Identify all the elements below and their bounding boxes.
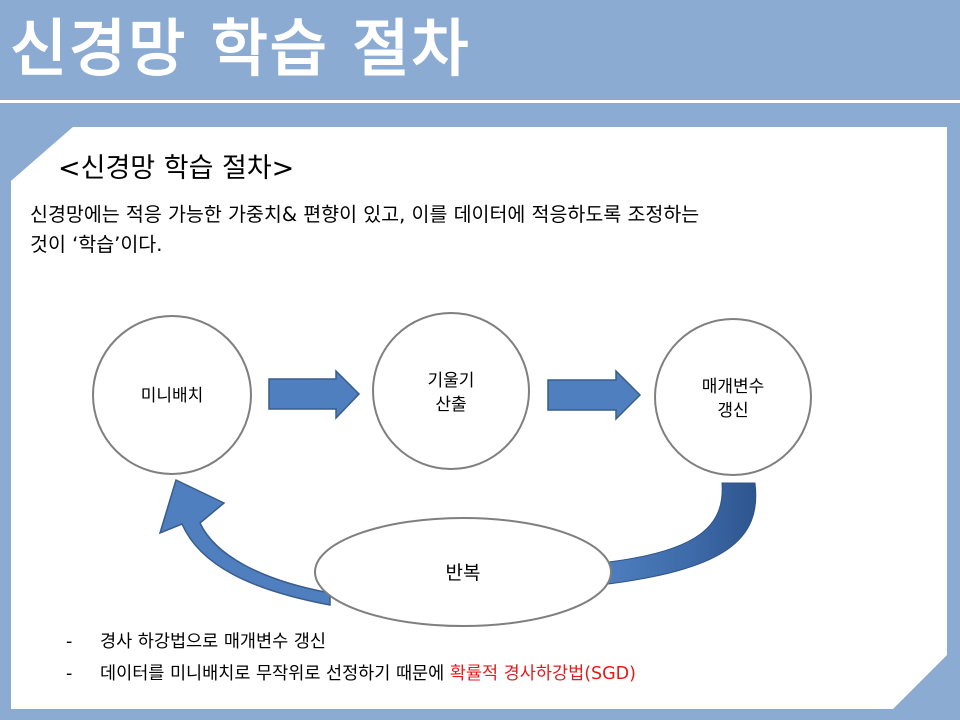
node-gradient-text-2: 산출 bbox=[435, 395, 467, 415]
loop-ellipse bbox=[314, 517, 612, 627]
bullet-item-2: - 데이터를 미니배치로 무작위로 선정하기 때문에 확률적 경사하강법(SGD) bbox=[66, 658, 636, 690]
node-gradient-text-1: 기울기 bbox=[427, 371, 475, 391]
node-update-label: 매개변수 갱신 bbox=[663, 375, 803, 423]
bullet-item-1: - 경사 하강법으로 매개변수 갱신 bbox=[66, 626, 636, 658]
node-gradient-circle bbox=[372, 312, 530, 470]
node-update-circle bbox=[654, 318, 812, 476]
description: 신경망에는 적응 가능한 가중치& 편향이 있고, 이를 데이터에 적응하도록 … bbox=[30, 200, 930, 260]
bullet-suffix: (SGD) bbox=[584, 664, 636, 684]
arrow-minibatch-to-gradient bbox=[268, 369, 361, 420]
bullet-list: - 경사 하강법으로 매개변수 갱신 - 데이터를 미니배치로 무작위로 선정하기 … bbox=[66, 626, 636, 690]
node-update-text-1: 매개변수 bbox=[701, 377, 765, 397]
bullet-text-1: 경사 하강법으로 매개변수 갱신 bbox=[100, 632, 326, 652]
slide-title: 신경망 학습 절차 bbox=[10, 12, 471, 85]
subheading: <신경망 학습 절차> bbox=[58, 153, 295, 184]
description-line-1: 신경망에는 적응 가능한 가중치& 편향이 있고, 이를 데이터에 적응하도록 … bbox=[30, 203, 700, 226]
title-divider bbox=[0, 100, 960, 103]
loop-label: 반복 bbox=[445, 562, 481, 584]
bullet-dash: - bbox=[66, 664, 73, 684]
bullet-text-2: 데이터를 미니배치로 무작위로 선정하기 때문에 bbox=[100, 664, 450, 684]
content-panel-corner-fold bbox=[11, 127, 73, 181]
node-update-text-2: 갱신 bbox=[717, 401, 749, 421]
bullet-dash: - bbox=[66, 632, 73, 652]
description-line-2: 것이 ‘학습’이다. bbox=[30, 233, 163, 256]
loop-arrow-left-band bbox=[158, 478, 331, 606]
node-minibatch-text: 미니배치 bbox=[140, 386, 204, 406]
arrow-gradient-to-update bbox=[547, 369, 642, 421]
title-bar: 신경망 학습 절차 bbox=[0, 0, 960, 100]
node-minibatch-label: 미니배치 bbox=[102, 384, 242, 408]
node-minibatch-circle bbox=[92, 315, 252, 475]
node-gradient-label: 기울기 산출 bbox=[381, 369, 521, 417]
bullet-highlight: 확률적 경사하강법 bbox=[449, 664, 585, 684]
